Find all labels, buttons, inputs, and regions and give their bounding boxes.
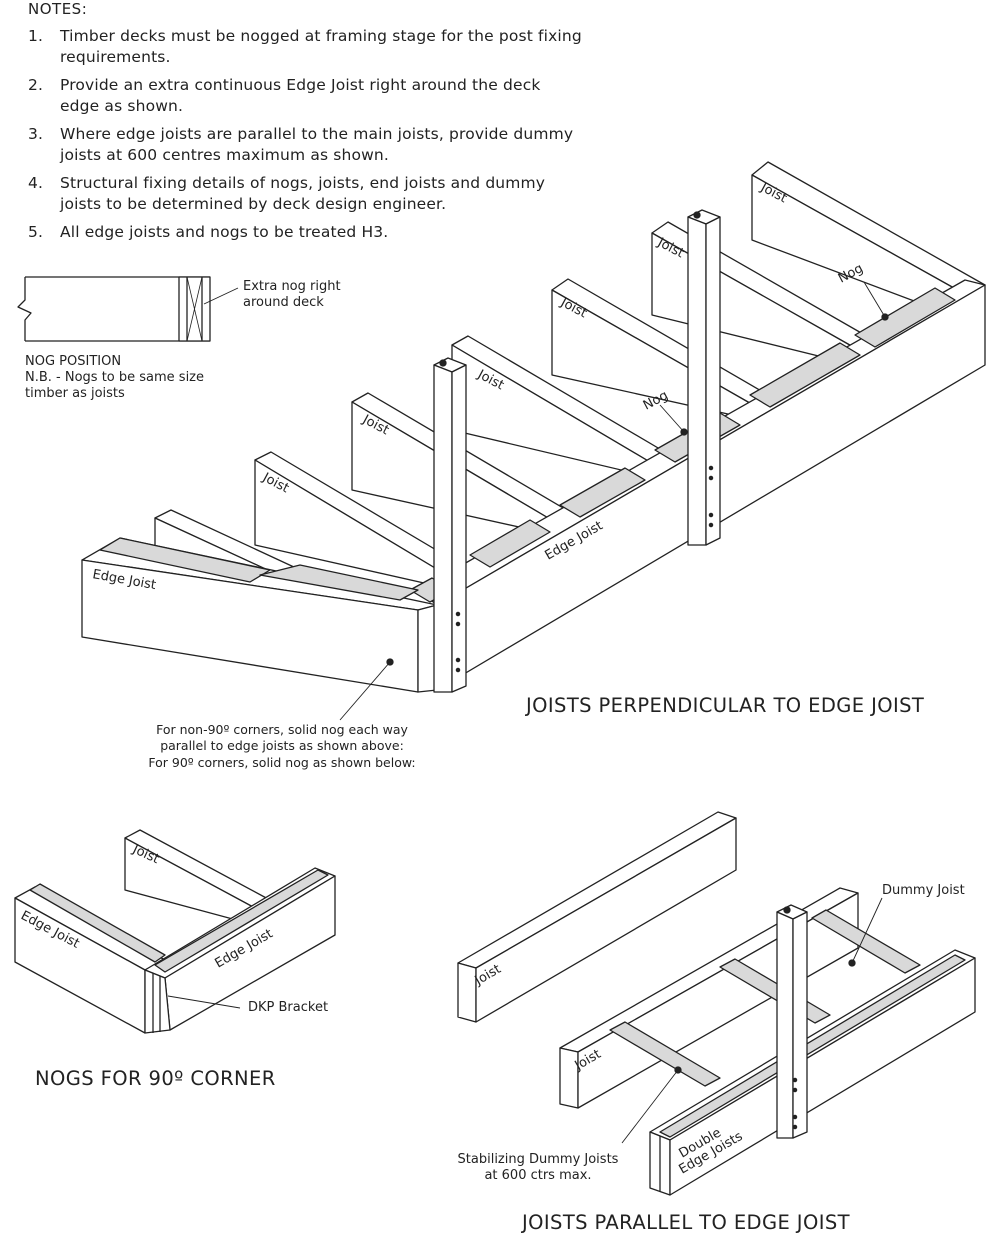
nog-note-line1: N.B. - Nogs to be same size — [25, 370, 204, 385]
notes-list: 1.Timber decks must be nogged at framing… — [22, 26, 582, 243]
corner-note-line1: For non-90º corners, solid nog each way — [156, 722, 408, 737]
nog-callout-line2: around deck — [243, 295, 324, 310]
post-right — [687, 209, 721, 546]
note-item: 1.Timber decks must be nogged at framing… — [28, 27, 582, 66]
double-edge-joists — [649, 949, 976, 1196]
note-item: 3.Where edge joists are parallel to the … — [28, 125, 574, 164]
stabilizing-line1: Stabilizing Dummy Joists — [458, 1152, 619, 1167]
stabilizing-line2: at 600 ctrs max. — [484, 1168, 591, 1183]
corner90-caption: NOGS FOR 90º CORNER — [35, 1067, 276, 1090]
parallel-joist-free — [457, 811, 737, 1023]
nog-note-line2: timber as joists — [25, 386, 125, 401]
corner90-assembly: Joist Edge Joist Edge Joist DKP Bracket … — [14, 829, 336, 1090]
post-left — [433, 357, 467, 693]
note-item: 4.Structural fixing details of nogs, joi… — [28, 174, 546, 213]
dummy-joist-label: Dummy Joist — [882, 883, 965, 898]
notes-block: NOTES: 1.Timber decks must be nogged at … — [22, 0, 582, 250]
nog-callout-line1: Extra nog right — [243, 279, 341, 294]
note-item: 5.All edge joists and nogs to be treated… — [28, 223, 389, 241]
note-item: 2.Provide an extra continuous Edge Joist… — [28, 76, 541, 115]
parallel-assembly: Joist Joist Dummy Joist Stabilizing Dumm… — [457, 811, 976, 1234]
nog-position-title: NOG POSITION — [25, 354, 121, 369]
corner-note-line2: parallel to edge joists as shown above: — [160, 738, 404, 753]
perpendicular-caption: JOISTS PERPENDICULAR TO EDGE JOIST — [524, 694, 924, 717]
nog-position-detail: Extra nog right around deck NOG POSITION… — [17, 276, 341, 401]
perpendicular-assembly: Joist Joist Joist Joist Joist Joist Edge… — [81, 161, 986, 770]
edge-joist-short — [81, 537, 438, 693]
dkp-bracket-label: DKP Bracket — [248, 1000, 328, 1015]
parallel-caption: JOISTS PARALLEL TO EDGE JOIST — [520, 1211, 850, 1234]
corner-note-line3: For 90º corners, solid nog as shown belo… — [148, 755, 415, 770]
notes-title: NOTES: — [28, 0, 88, 18]
parallel-post — [776, 904, 808, 1139]
dkp-bracket — [144, 969, 171, 1034]
